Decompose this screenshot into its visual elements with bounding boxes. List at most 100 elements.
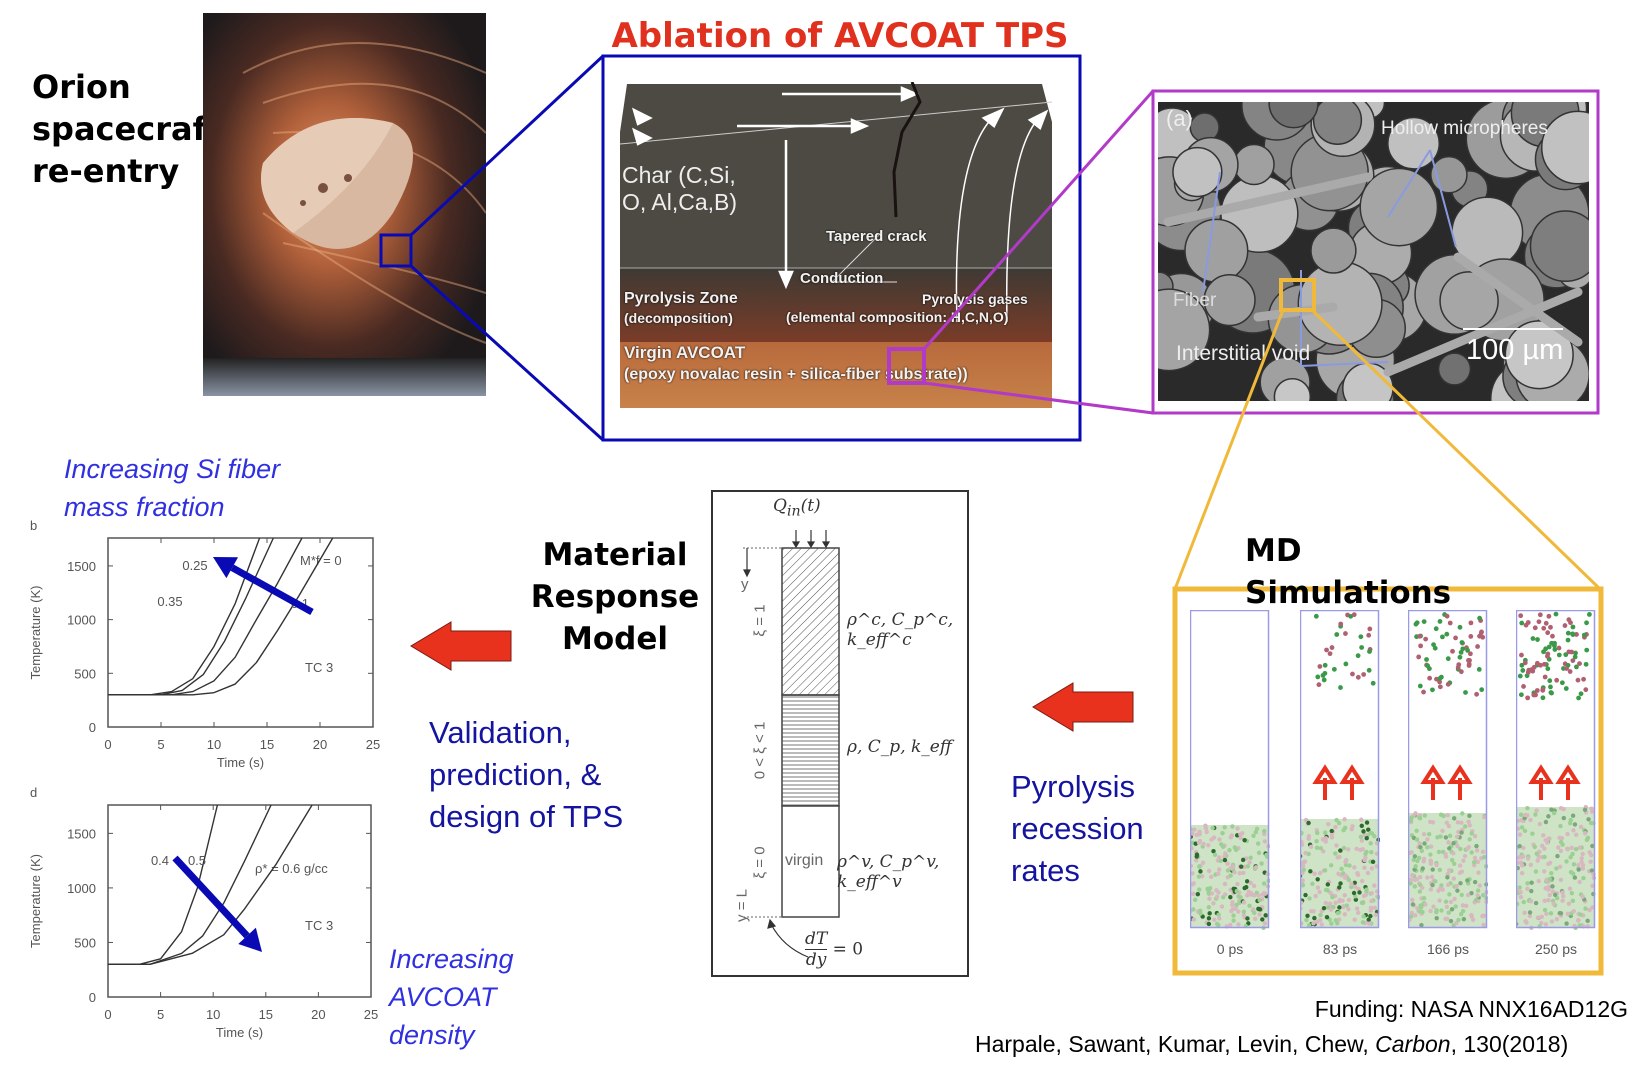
- atom: [1558, 823, 1563, 829]
- y-axis-label: Temperature (K): [28, 854, 43, 948]
- md-frame-label: 83 ps: [1322, 941, 1358, 957]
- gas-molecule: [1327, 651, 1333, 657]
- gas-molecule: [1367, 649, 1372, 654]
- atom: [1475, 888, 1481, 893]
- atom: [1561, 894, 1566, 899]
- atom: [1235, 881, 1240, 887]
- atom: [1304, 917, 1309, 923]
- atom: [1364, 835, 1369, 841]
- atom: [1585, 918, 1590, 923]
- atom: [1247, 860, 1252, 865]
- gas-molecule: [1570, 624, 1576, 630]
- atom: [1469, 831, 1474, 836]
- gas-molecule: [1447, 620, 1453, 626]
- gas-molecule: [1423, 636, 1429, 642]
- atom: [1528, 817, 1533, 823]
- atom: [1477, 883, 1482, 888]
- atom: [1347, 863, 1352, 868]
- atom: [1425, 875, 1430, 880]
- atom: [1572, 875, 1578, 880]
- atom: [1461, 916, 1467, 922]
- atom: [1328, 863, 1334, 868]
- gas-molecule: [1586, 612, 1592, 617]
- xi-virgin-label: ξ = 0: [751, 846, 769, 879]
- gas-molecule: [1578, 691, 1584, 697]
- gas-molecule: [1552, 647, 1558, 652]
- x-tick-label: 0: [104, 1007, 111, 1022]
- atom: [1368, 905, 1374, 911]
- caption-line: mass fraction: [64, 492, 225, 522]
- atom: [1429, 874, 1435, 880]
- atom: [1263, 913, 1268, 918]
- gas-molecule: [1466, 658, 1471, 663]
- atom: [1459, 892, 1464, 898]
- gas-molecule: [1547, 678, 1553, 684]
- gas-molecule: [1413, 621, 1419, 627]
- atom: [1368, 841, 1373, 846]
- x-tick-label: 10: [207, 737, 221, 752]
- atom: [1546, 836, 1551, 841]
- atom: [1360, 878, 1365, 884]
- atom: [1300, 860, 1306, 866]
- atom: [1230, 902, 1235, 908]
- atom: [1359, 817, 1364, 822]
- atom: [1428, 887, 1434, 892]
- atom: [1430, 882, 1435, 888]
- gas-molecule: [1343, 661, 1349, 667]
- gas-molecule: [1317, 664, 1323, 669]
- tapered-crack-label: Tapered crack: [826, 228, 927, 245]
- atom: [1462, 824, 1468, 829]
- atom: [1428, 852, 1433, 857]
- x-tick-label: 25: [366, 737, 380, 752]
- atom: [1417, 889, 1423, 894]
- y-axis-label: y: [741, 576, 749, 593]
- atom: [1450, 858, 1455, 863]
- atom: [1417, 815, 1422, 820]
- atom: [1317, 889, 1322, 895]
- ablation-title: Ablation of AVCOAT TPS: [611, 16, 1069, 56]
- atom: [1323, 900, 1329, 906]
- gas-molecule: [1431, 642, 1436, 648]
- x-tick-label: 15: [260, 737, 274, 752]
- atom: [1551, 901, 1556, 906]
- series-legend-label: M*f = 0: [300, 553, 342, 568]
- gas-molecule: [1545, 666, 1551, 672]
- atom: [1446, 823, 1452, 829]
- atom: [1337, 885, 1342, 890]
- atom: [1571, 862, 1577, 867]
- atom: [1341, 904, 1346, 910]
- gas-molecule: [1543, 620, 1549, 626]
- atom: [1315, 885, 1321, 890]
- atom: [1576, 918, 1581, 923]
- gas-molecule: [1329, 645, 1335, 650]
- gas-molecule: [1324, 647, 1329, 653]
- atom: [1428, 861, 1434, 866]
- gas-molecule: [1535, 637, 1540, 642]
- atom: [1564, 921, 1569, 926]
- atom: [1533, 869, 1539, 874]
- gas-molecule: [1576, 695, 1581, 701]
- atom: [1524, 920, 1529, 925]
- atom: [1351, 890, 1357, 896]
- atom: [1359, 823, 1364, 829]
- citation-journal: Carbon: [1375, 1031, 1451, 1057]
- density-caption: Increasing AVCOAT density: [389, 940, 514, 1054]
- x-tick-label: 10: [206, 1007, 220, 1022]
- atom: [1558, 877, 1564, 883]
- atom: [1342, 817, 1347, 822]
- atom: [1349, 826, 1354, 832]
- atom: [1201, 841, 1206, 847]
- atom: [1191, 891, 1196, 897]
- atom: [1319, 922, 1324, 927]
- gas-molecule: [1424, 657, 1429, 662]
- atom: [1247, 903, 1252, 909]
- atom: [1256, 850, 1262, 856]
- gas-molecule: [1355, 674, 1361, 680]
- title-line: Response: [530, 579, 700, 615]
- atom: [1543, 922, 1549, 927]
- gas-molecule: [1475, 644, 1480, 649]
- caption-line: density: [389, 1020, 475, 1050]
- atom: [1372, 883, 1377, 888]
- atom: [1313, 893, 1318, 899]
